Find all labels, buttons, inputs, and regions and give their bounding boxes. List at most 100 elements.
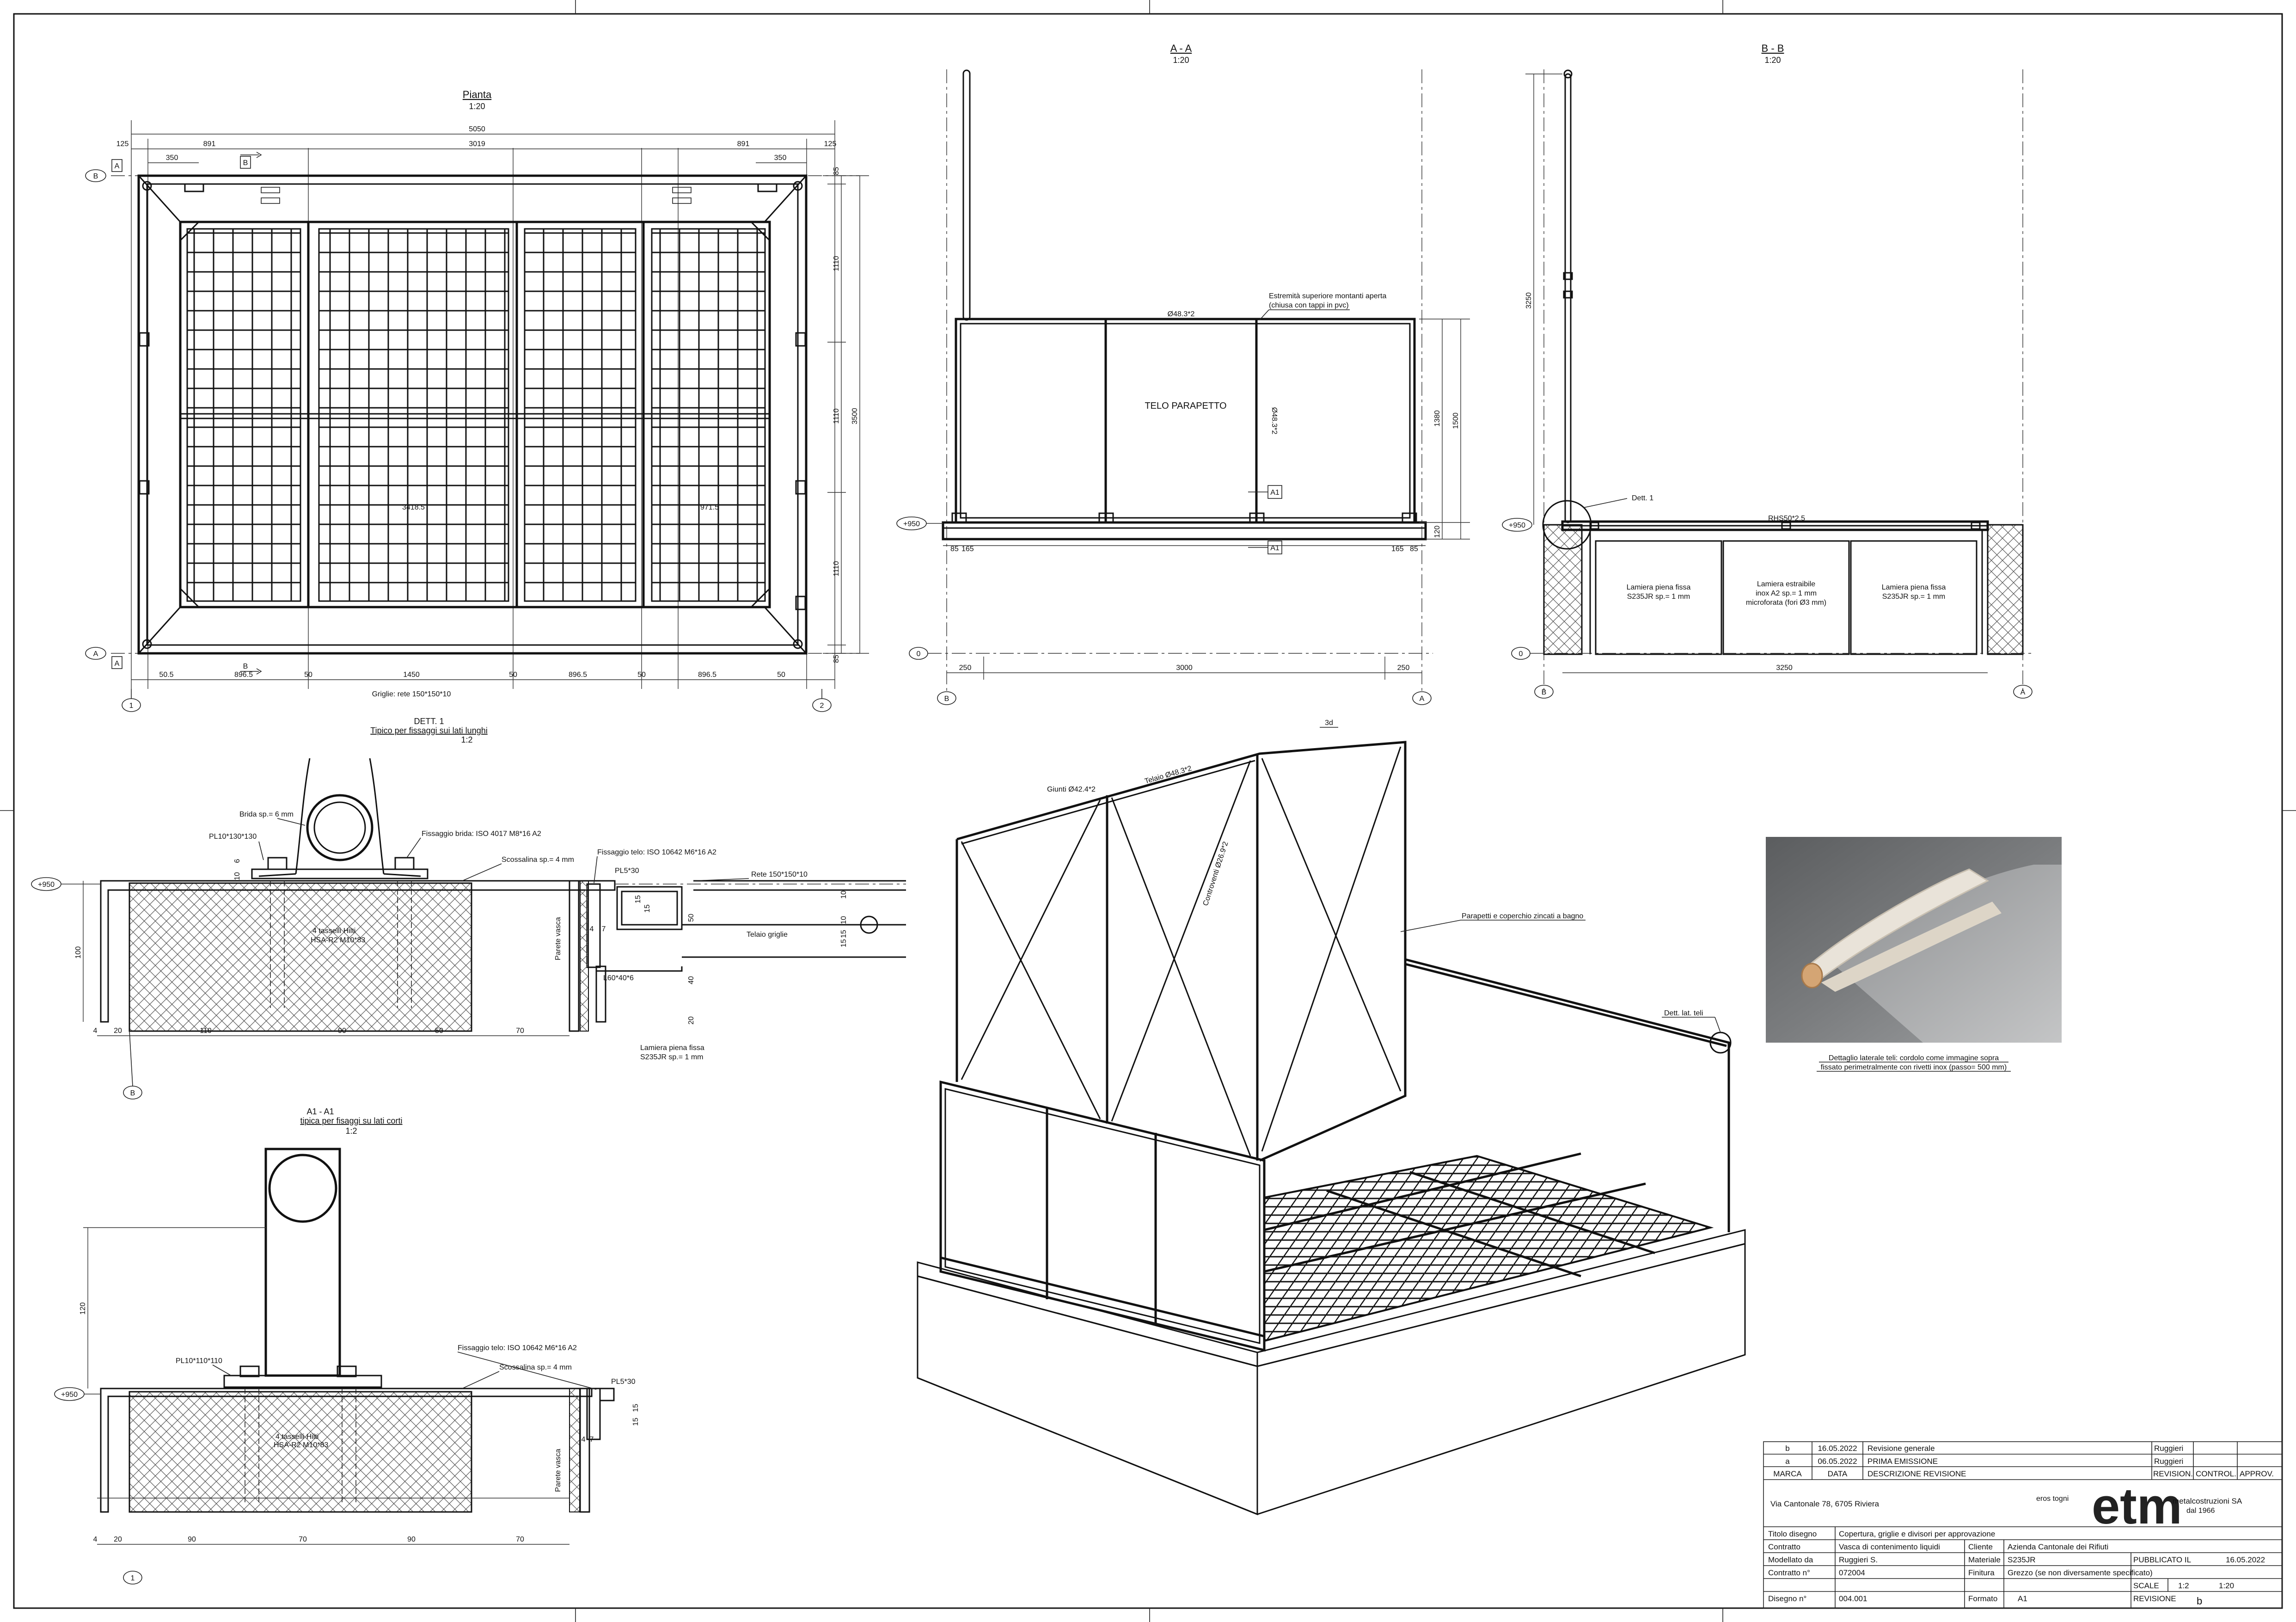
- section-aa-dim-1380: 1380: [1433, 410, 1441, 427]
- detail-1-wall: Parete vasca: [554, 917, 562, 960]
- company-name: metalcostruzioni SA: [2173, 1497, 2242, 1505]
- svg-text:B: B: [93, 172, 98, 180]
- plan-section-marks: B A A A B B 1 2: [85, 152, 832, 712]
- view-3d: 3d: [917, 719, 1746, 1516]
- detail-1-sdim-9: 4: [590, 925, 594, 933]
- label-cliente: Cliente: [1968, 1542, 1993, 1551]
- detail-a1-bdim-5: 70: [516, 1536, 524, 1543]
- detail-a1-view: A1 - A1 tipica per fisaggi su lati corti…: [54, 1107, 640, 1585]
- detail-1-anchors2: HSA-R2 M10*83: [311, 936, 365, 944]
- plan-rdim-1110b: 1110: [833, 408, 840, 424]
- svg-text:B: B: [243, 663, 248, 670]
- plan-dim-350a: 350: [166, 154, 178, 162]
- section-bb-scale: 1:20: [1764, 55, 1781, 65]
- detail-1-bdim-5: 70: [516, 1027, 524, 1035]
- detail-1-view: DETT. 1 Tipico per fissaggi sui lati lun…: [31, 717, 906, 1100]
- plan-rdim-85b: 85: [833, 655, 840, 663]
- section-aa-level-950: +950: [903, 520, 920, 528]
- value-contratto-n: 072004: [1839, 1568, 1865, 1577]
- detail-1-subtitle: Tipico per fissaggi sui lati lunghi: [370, 726, 487, 735]
- label-materiale: Materiale: [1968, 1555, 2001, 1564]
- section-bb-rhs-label: RHS50*2.5: [1768, 515, 1805, 522]
- section-bb-view: B - B 1:20 Lamiera piena fissa S235JR sp…: [1502, 43, 2034, 699]
- detail-a1-axis: 1: [131, 1574, 135, 1582]
- company-small: eros togni: [2036, 1495, 2069, 1503]
- detail-a1-bdim-2: 90: [188, 1536, 196, 1543]
- section-bb-axis-a: A: [2020, 688, 2026, 696]
- company-logo: etm: [2092, 1478, 2182, 1535]
- section-bb-panel3-l2: S235JR sp.= 1 mm: [1882, 593, 1946, 601]
- detail-a1-pl: PL5*30: [611, 1378, 636, 1386]
- photo-caption-2: fissato perimetralmente con rivetti inox…: [1821, 1063, 2007, 1071]
- plan-dim-125a: 125: [116, 140, 129, 148]
- plan-dim-350b: 350: [774, 154, 787, 162]
- section-bb-panel2-l1: Lamiera estraibile: [1757, 580, 1815, 588]
- section-aa-view: A - A 1:20 Ø48.3*2 Estremità superiore m…: [896, 43, 1470, 705]
- plan-rdim-3500: 3500: [851, 408, 859, 424]
- plan-bdim-6: 50: [637, 671, 646, 679]
- detail-1-sdim-2: 15: [634, 895, 642, 903]
- section-aa-pipe-label: Ø48.3*2: [1168, 310, 1195, 318]
- plan-bottom-note: Griglie: rete 150*150*10: [372, 690, 451, 698]
- view-3d-title: 3d: [1325, 719, 1333, 727]
- plan-bdim-2: 50: [304, 671, 312, 679]
- section-aa-dim-1500: 1500: [1452, 412, 1460, 429]
- plan-view: Pianta 1:20 5050 125 891 3019 891 125 35…: [85, 89, 869, 712]
- section-aa-note-top2: (chiusa con tappi in pvc): [1269, 301, 1349, 309]
- detail-1-sdim-3: 15: [643, 904, 651, 913]
- label-formato: Formato: [1968, 1594, 1997, 1603]
- section-aa-level-0: 0: [917, 650, 921, 658]
- plan-dim-125b: 125: [824, 140, 837, 148]
- svg-text:A: A: [93, 650, 98, 658]
- detail-a1-sdim-0: 15: [632, 1404, 640, 1412]
- section-bb-panel1-l1: Lamiera piena fissa: [1627, 584, 1691, 591]
- company-since: dal 1966: [2186, 1507, 2215, 1515]
- detail-a1-title: A1 - A1: [306, 1107, 334, 1116]
- value-scala2: 1:20: [2219, 1581, 2234, 1590]
- rev-b-desc: Revisione generale: [1867, 1444, 1935, 1453]
- detail-a1-sdim-3: 4: [582, 1436, 586, 1444]
- view-3d-detail: Dett. lat. teli: [1664, 1009, 1703, 1017]
- detail-1-plate: PL10*130*130: [209, 833, 257, 841]
- detail-1-bdim-4: 50: [435, 1027, 443, 1035]
- label-modellato: Modellato da: [1768, 1555, 1813, 1564]
- label-contratto-n: Contratto n°: [1768, 1568, 1810, 1577]
- detail-1-sdim-5: 10: [840, 916, 848, 924]
- plan-bdim-5: 896.5: [569, 671, 587, 679]
- plan-dim-891b: 891: [737, 140, 750, 148]
- value-finitura: Grezzo (se non diversamente specificato): [2008, 1568, 2153, 1577]
- detail-1-sdim-10: 40: [687, 976, 695, 984]
- rev-a-desc: PRIMA EMISSIONE: [1867, 1457, 1938, 1466]
- plan-bdim-1: 896.5: [234, 671, 253, 679]
- plan-axis-2: 2: [820, 702, 824, 710]
- svg-text:A: A: [115, 162, 120, 170]
- value-titolo: Copertura, griglie e divisori per approv…: [1839, 1530, 1995, 1538]
- section-aa-bdim-165a: 165: [961, 545, 974, 553]
- rev-header-data: DATA: [1828, 1469, 1848, 1478]
- detail-1-title: DETT. 1: [414, 717, 444, 726]
- detail-a1-bdim-4: 90: [407, 1536, 416, 1543]
- detail-1-flashing: Scossalina sp.= 4 mm: [502, 856, 574, 864]
- detail-a1-anchors1: 4 tasselli Hilti: [276, 1433, 318, 1441]
- photo-caption-1: Dettaglio laterale teli: cordolo come im…: [1829, 1054, 1999, 1062]
- value-cliente: Azienda Cantonale dei Rifiuti: [2008, 1542, 2108, 1551]
- plan-axis-1: 1: [129, 702, 134, 710]
- rev-header-desc: DESCRIZIONE REVISIONE: [1867, 1469, 1966, 1478]
- plan-bdim-3: 1450: [403, 671, 420, 679]
- detail-1-sdim-12: 50: [687, 914, 695, 922]
- label-titolo: Titolo disegno: [1768, 1530, 1817, 1538]
- section-bb-title: B - B: [1762, 43, 1784, 54]
- detail-a1-bdim-3: 70: [299, 1536, 307, 1543]
- label-scala: SCALE: [2133, 1581, 2159, 1590]
- detail-a1-subtitle: tipica per fisaggi su lati corti: [300, 1116, 402, 1125]
- detail-a1-dim-120: 120: [79, 1303, 87, 1315]
- section-aa-title: A - A: [1170, 43, 1192, 54]
- label-finitura: Finitura: [1968, 1568, 1995, 1577]
- section-aa-bdim-165b: 165: [1391, 545, 1404, 553]
- detail-1-bdim-0: 4: [93, 1027, 98, 1035]
- detail-a1-level: +950: [61, 1391, 78, 1399]
- detail-a1-sdim-1: 15: [632, 1418, 640, 1426]
- section-aa-axis-a: A: [1420, 695, 1425, 703]
